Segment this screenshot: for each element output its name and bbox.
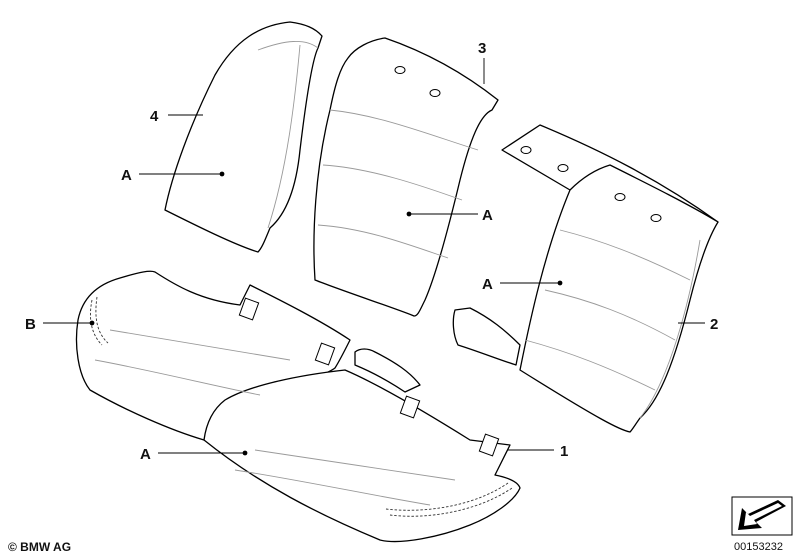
- callout-3: 3: [478, 40, 486, 84]
- callout-4-label: 4: [150, 108, 159, 125]
- callout-a-label: A: [482, 207, 493, 224]
- callout-a-bolster: A: [121, 167, 225, 184]
- part-4-side-bolster: [164, 21, 323, 253]
- callout-2: 2: [678, 316, 718, 333]
- copyright-text: © BMW AG: [8, 540, 72, 554]
- part-2-backrest-through-loading: [452, 124, 719, 433]
- callout-a-right-backrest: A: [482, 276, 563, 293]
- callout-a-label: A: [121, 167, 132, 184]
- callout-b: B: [25, 316, 95, 333]
- arrow-icon: [731, 496, 793, 536]
- document-number: 00153232: [734, 541, 783, 553]
- callout-4: 4: [150, 108, 203, 125]
- callout-1: 1: [508, 443, 568, 460]
- callout-b-label: B: [25, 316, 36, 333]
- callout-a-label: A: [140, 446, 151, 463]
- callout-2-label: 2: [710, 316, 718, 333]
- callout-3-label: 3: [478, 40, 486, 57]
- callout-a-label: A: [482, 276, 493, 293]
- part-3-backrest-cover: [313, 37, 499, 317]
- callout-a-seat: A: [140, 446, 248, 463]
- callout-a-backrest: A: [406, 207, 493, 224]
- callout-1-label: 1: [560, 443, 568, 460]
- part-1-seat-cover: [75, 270, 521, 543]
